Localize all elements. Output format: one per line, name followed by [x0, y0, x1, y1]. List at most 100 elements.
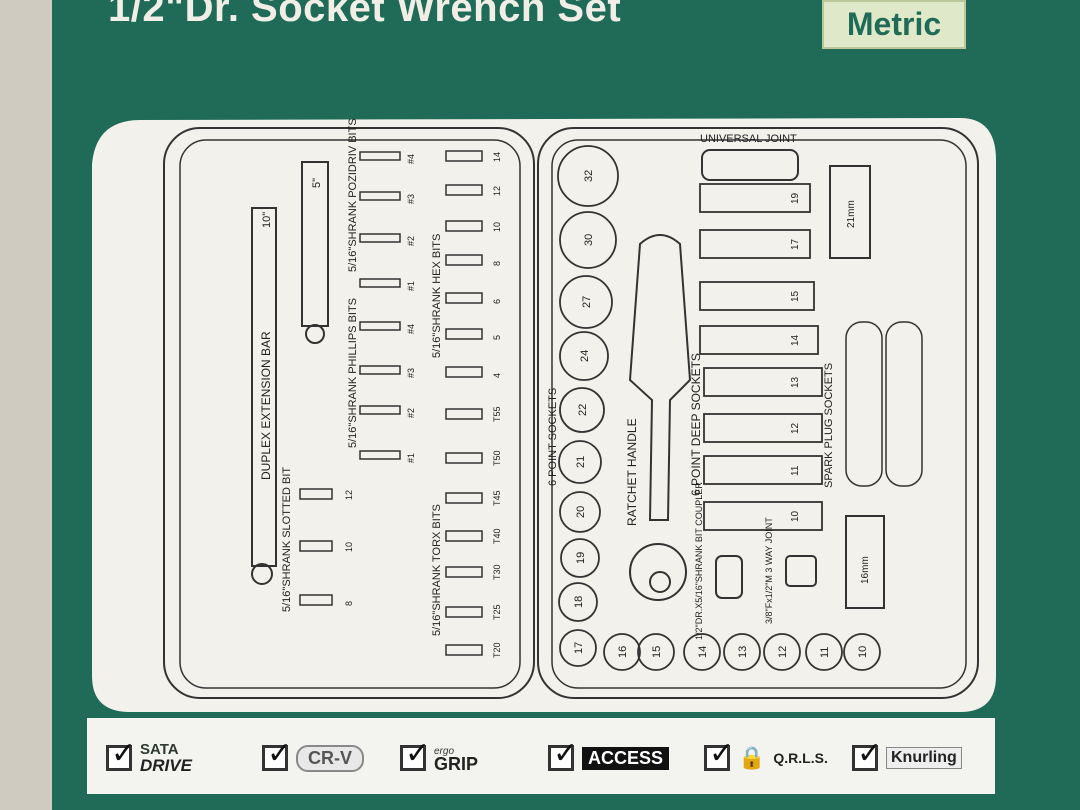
ratchet-handle-shape	[628, 234, 692, 521]
socket-size: 19	[575, 552, 587, 564]
slotted-bit	[299, 594, 333, 606]
torx-bit	[445, 644, 483, 656]
slotted-bit	[299, 488, 333, 500]
tray-panel	[92, 118, 996, 712]
pozidriv-bit	[359, 151, 401, 161]
extension-10in-label: 10"	[261, 212, 273, 228]
three-way-joint-label: 3/8"Fx1/2"M 3 WAY JOINT	[764, 517, 774, 624]
metric-badge: Metric	[822, 0, 966, 49]
hex-bit	[445, 184, 483, 196]
socket-size: 24	[579, 350, 591, 362]
deep-socket-size: 15	[790, 290, 801, 302]
deep-socket-12	[703, 413, 823, 443]
socket-size: 21	[575, 456, 587, 468]
hex-bit-size: 14	[492, 152, 502, 162]
ergo-label: ergo	[434, 746, 455, 757]
socket-21	[558, 440, 602, 484]
deep-socket-17	[699, 229, 811, 259]
feature-sata-drive: SATA DRIVE	[106, 736, 192, 776]
deep-socket-size: 17	[790, 238, 801, 250]
feature-knurling: Knurling	[852, 736, 962, 776]
access-label: ACCESS	[582, 746, 670, 770]
spark-plug-label: SPARK PLUG SOCKETS	[823, 363, 835, 488]
hex-bit	[445, 292, 483, 304]
deep-socket-size: 12	[790, 422, 801, 434]
socket-22	[559, 387, 605, 433]
deep-socket-15	[699, 281, 815, 311]
spark-plug-16-label: 16mm	[860, 556, 871, 584]
socket-11	[805, 633, 843, 671]
hex-bit	[445, 366, 483, 378]
checkbox-icon	[704, 736, 734, 771]
socket-size: 15	[651, 646, 663, 658]
socket-10	[843, 633, 881, 671]
deep-socket-13	[703, 367, 823, 397]
torx-bit	[445, 566, 483, 578]
feature-crv: CR-V	[262, 736, 364, 776]
torx-bit	[445, 492, 483, 504]
socket-size: 18	[573, 596, 585, 608]
ratchet-head	[629, 543, 687, 601]
hex-bit-size: 12	[492, 186, 502, 196]
slotted-bit-size: 10	[344, 542, 354, 552]
deep-sockets-label: 6 POINT DEEP SOCKETS	[689, 353, 703, 496]
hex-bit	[445, 220, 483, 232]
spark-plug-socket-16	[845, 515, 885, 609]
torx-bit	[445, 452, 483, 464]
slotted-bit	[299, 540, 333, 552]
torx-bits-label: 5/16"SHRANK TORX BITS	[431, 504, 443, 636]
socket-24	[559, 331, 609, 381]
socket-size: 30	[583, 234, 595, 246]
checkbox-icon	[262, 736, 292, 771]
socket-12	[763, 633, 801, 671]
socket-size: 17	[573, 642, 585, 654]
knurling-label: Knurling	[886, 747, 962, 769]
torx-bit-size: T50	[492, 450, 502, 466]
socket-size: 10	[857, 646, 869, 658]
pozidriv-bit	[359, 233, 401, 243]
deep-socket-10	[703, 501, 823, 531]
torx-bit-size: T30	[492, 564, 502, 580]
feature-access: ACCESS	[548, 736, 670, 776]
slotted-bits-group: 12 10 8	[299, 488, 354, 606]
torx-bit	[445, 606, 483, 618]
pozidriv-label: 5/16"SHRANK POZIDRIV BITS	[347, 118, 359, 272]
socket-20	[559, 491, 601, 533]
slotted-bit-size: 8	[344, 601, 354, 606]
phillips-bit-size: #3	[406, 368, 416, 378]
right-inner-outline	[551, 139, 967, 689]
socket-17	[559, 629, 597, 667]
ratchet-drive	[649, 571, 671, 593]
torx-bit-size: T40	[492, 528, 502, 544]
checkbox-icon	[852, 736, 882, 771]
torx-bit-size: T45	[492, 490, 502, 506]
spark-plug-21-label: 21mm	[846, 200, 857, 228]
socket-27	[559, 275, 613, 329]
deep-socket-size: 13	[790, 376, 801, 388]
socket-15	[637, 633, 675, 671]
bit-coupler-label: 1/2"DR.X5/16"SHRANK BIT COUPLER	[694, 482, 704, 640]
checkbox-icon	[106, 736, 136, 771]
socket-19	[560, 538, 600, 578]
slotted-bit-size: 12	[344, 490, 354, 500]
hex-bits-label: 5/16"SHRANK HEX BITS	[431, 234, 443, 358]
padlock-icon: 🔒	[738, 745, 766, 771]
qrls-label: Q.R.L.S.	[773, 750, 828, 766]
hex-bit	[445, 328, 483, 340]
phillips-bit	[359, 365, 401, 375]
phillips-label: 5/16"SHRANK PHILLIPS BITS	[347, 298, 359, 448]
torx-bit-size: T55	[492, 406, 502, 422]
socket-13	[723, 633, 761, 671]
extension-5in-end	[305, 324, 325, 344]
phillips-bit	[359, 450, 401, 460]
pozidriv-bit-size: #3	[406, 194, 416, 204]
phillips-bit	[359, 321, 401, 331]
hex-bit-size: 10	[492, 222, 502, 232]
pozidriv-bit	[359, 278, 401, 288]
socket-size: 16	[617, 646, 629, 658]
feature-ergo-grip: ergo GRIP	[400, 736, 478, 776]
extension-10in-end	[251, 563, 273, 585]
torx-bit	[445, 408, 483, 420]
